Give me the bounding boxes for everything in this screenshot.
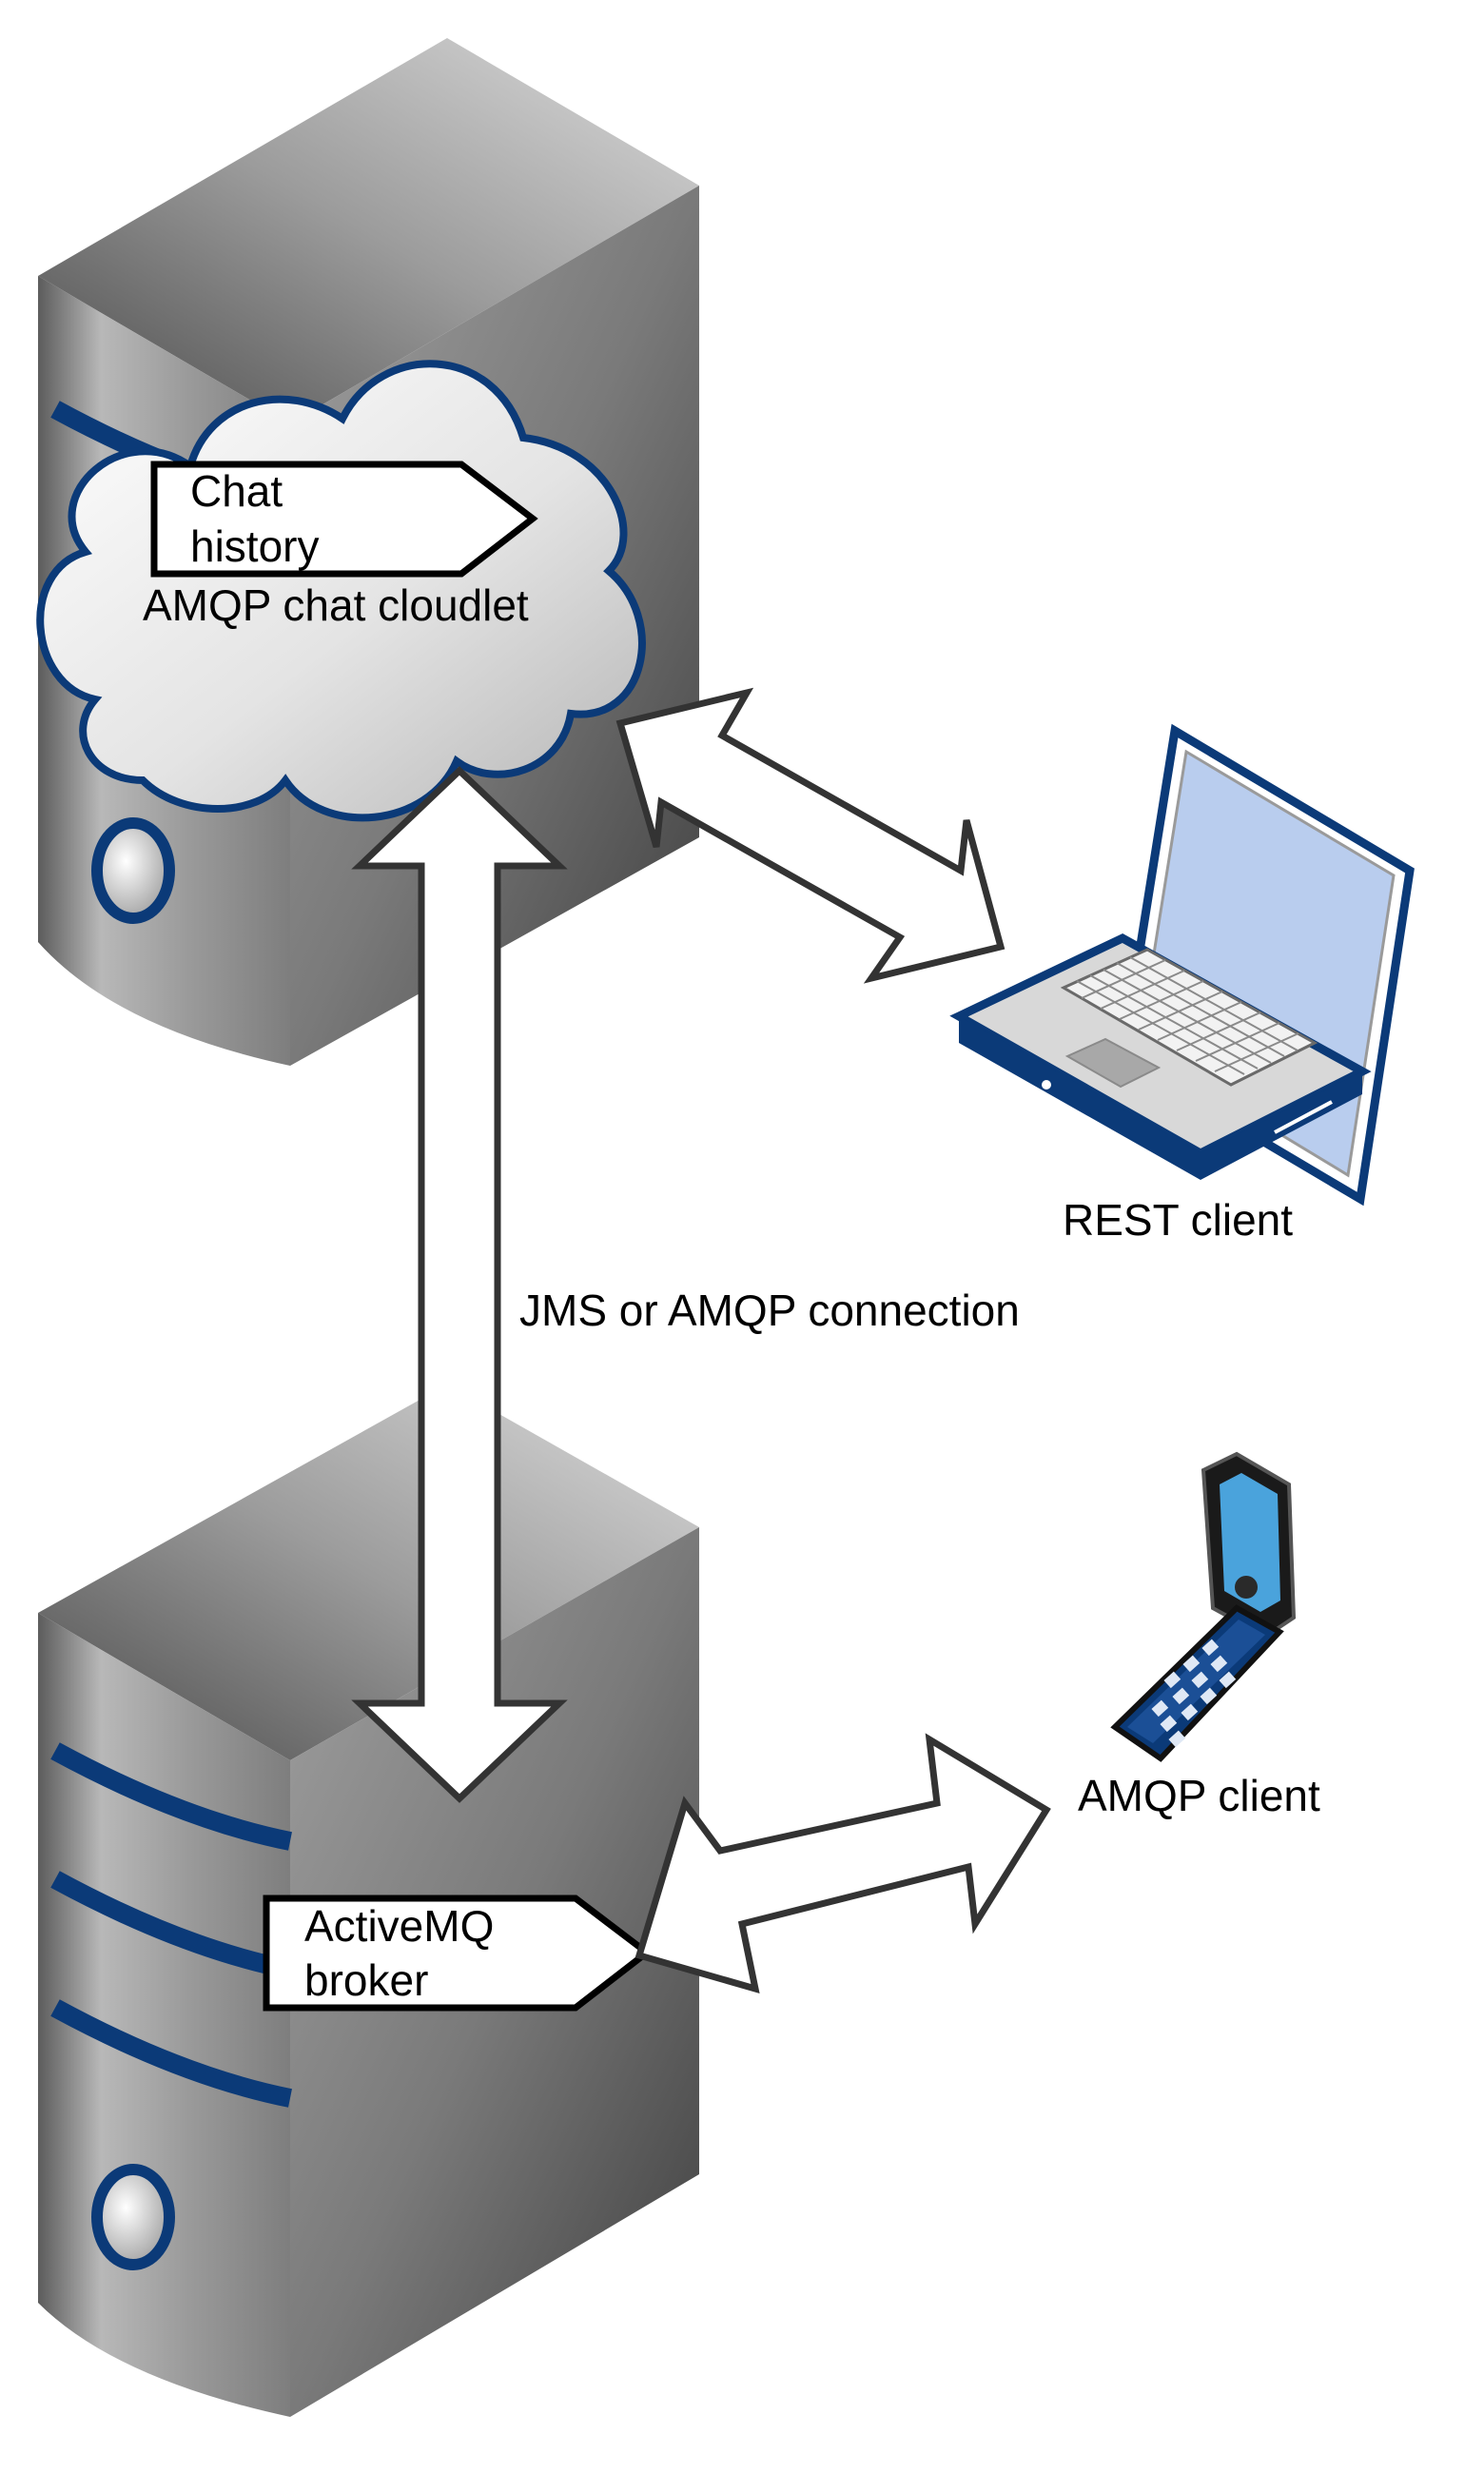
server-laptop-double-arrow	[615, 687, 1006, 984]
connection-label: JMS or AMQP connection	[519, 1286, 1020, 1335]
server-phone-double-arrow	[635, 1733, 1051, 1993]
phone-icon	[1110, 1451, 1297, 1762]
activemq-label-line-1: ActiveMQ	[304, 1901, 494, 1951]
amqp-client-label: AMQP client	[1078, 1771, 1320, 1820]
rest-client-label: REST client	[1063, 1195, 1293, 1245]
laptop-icon	[949, 723, 1415, 1207]
chat-history-tag: Chat history	[150, 461, 538, 578]
activemq-broker-tag: ActiveMQ broker	[263, 1895, 653, 2012]
cloud-label: AMQP chat cloudlet	[143, 580, 529, 630]
chat-history-label-line-1: Chat	[190, 466, 283, 516]
chat-history-label-line-2: history	[190, 521, 319, 571]
vertical-double-arrow	[351, 766, 568, 1803]
bottom-server-icon	[38, 1384, 699, 2417]
activemq-label-line-2: broker	[304, 1955, 428, 2005]
